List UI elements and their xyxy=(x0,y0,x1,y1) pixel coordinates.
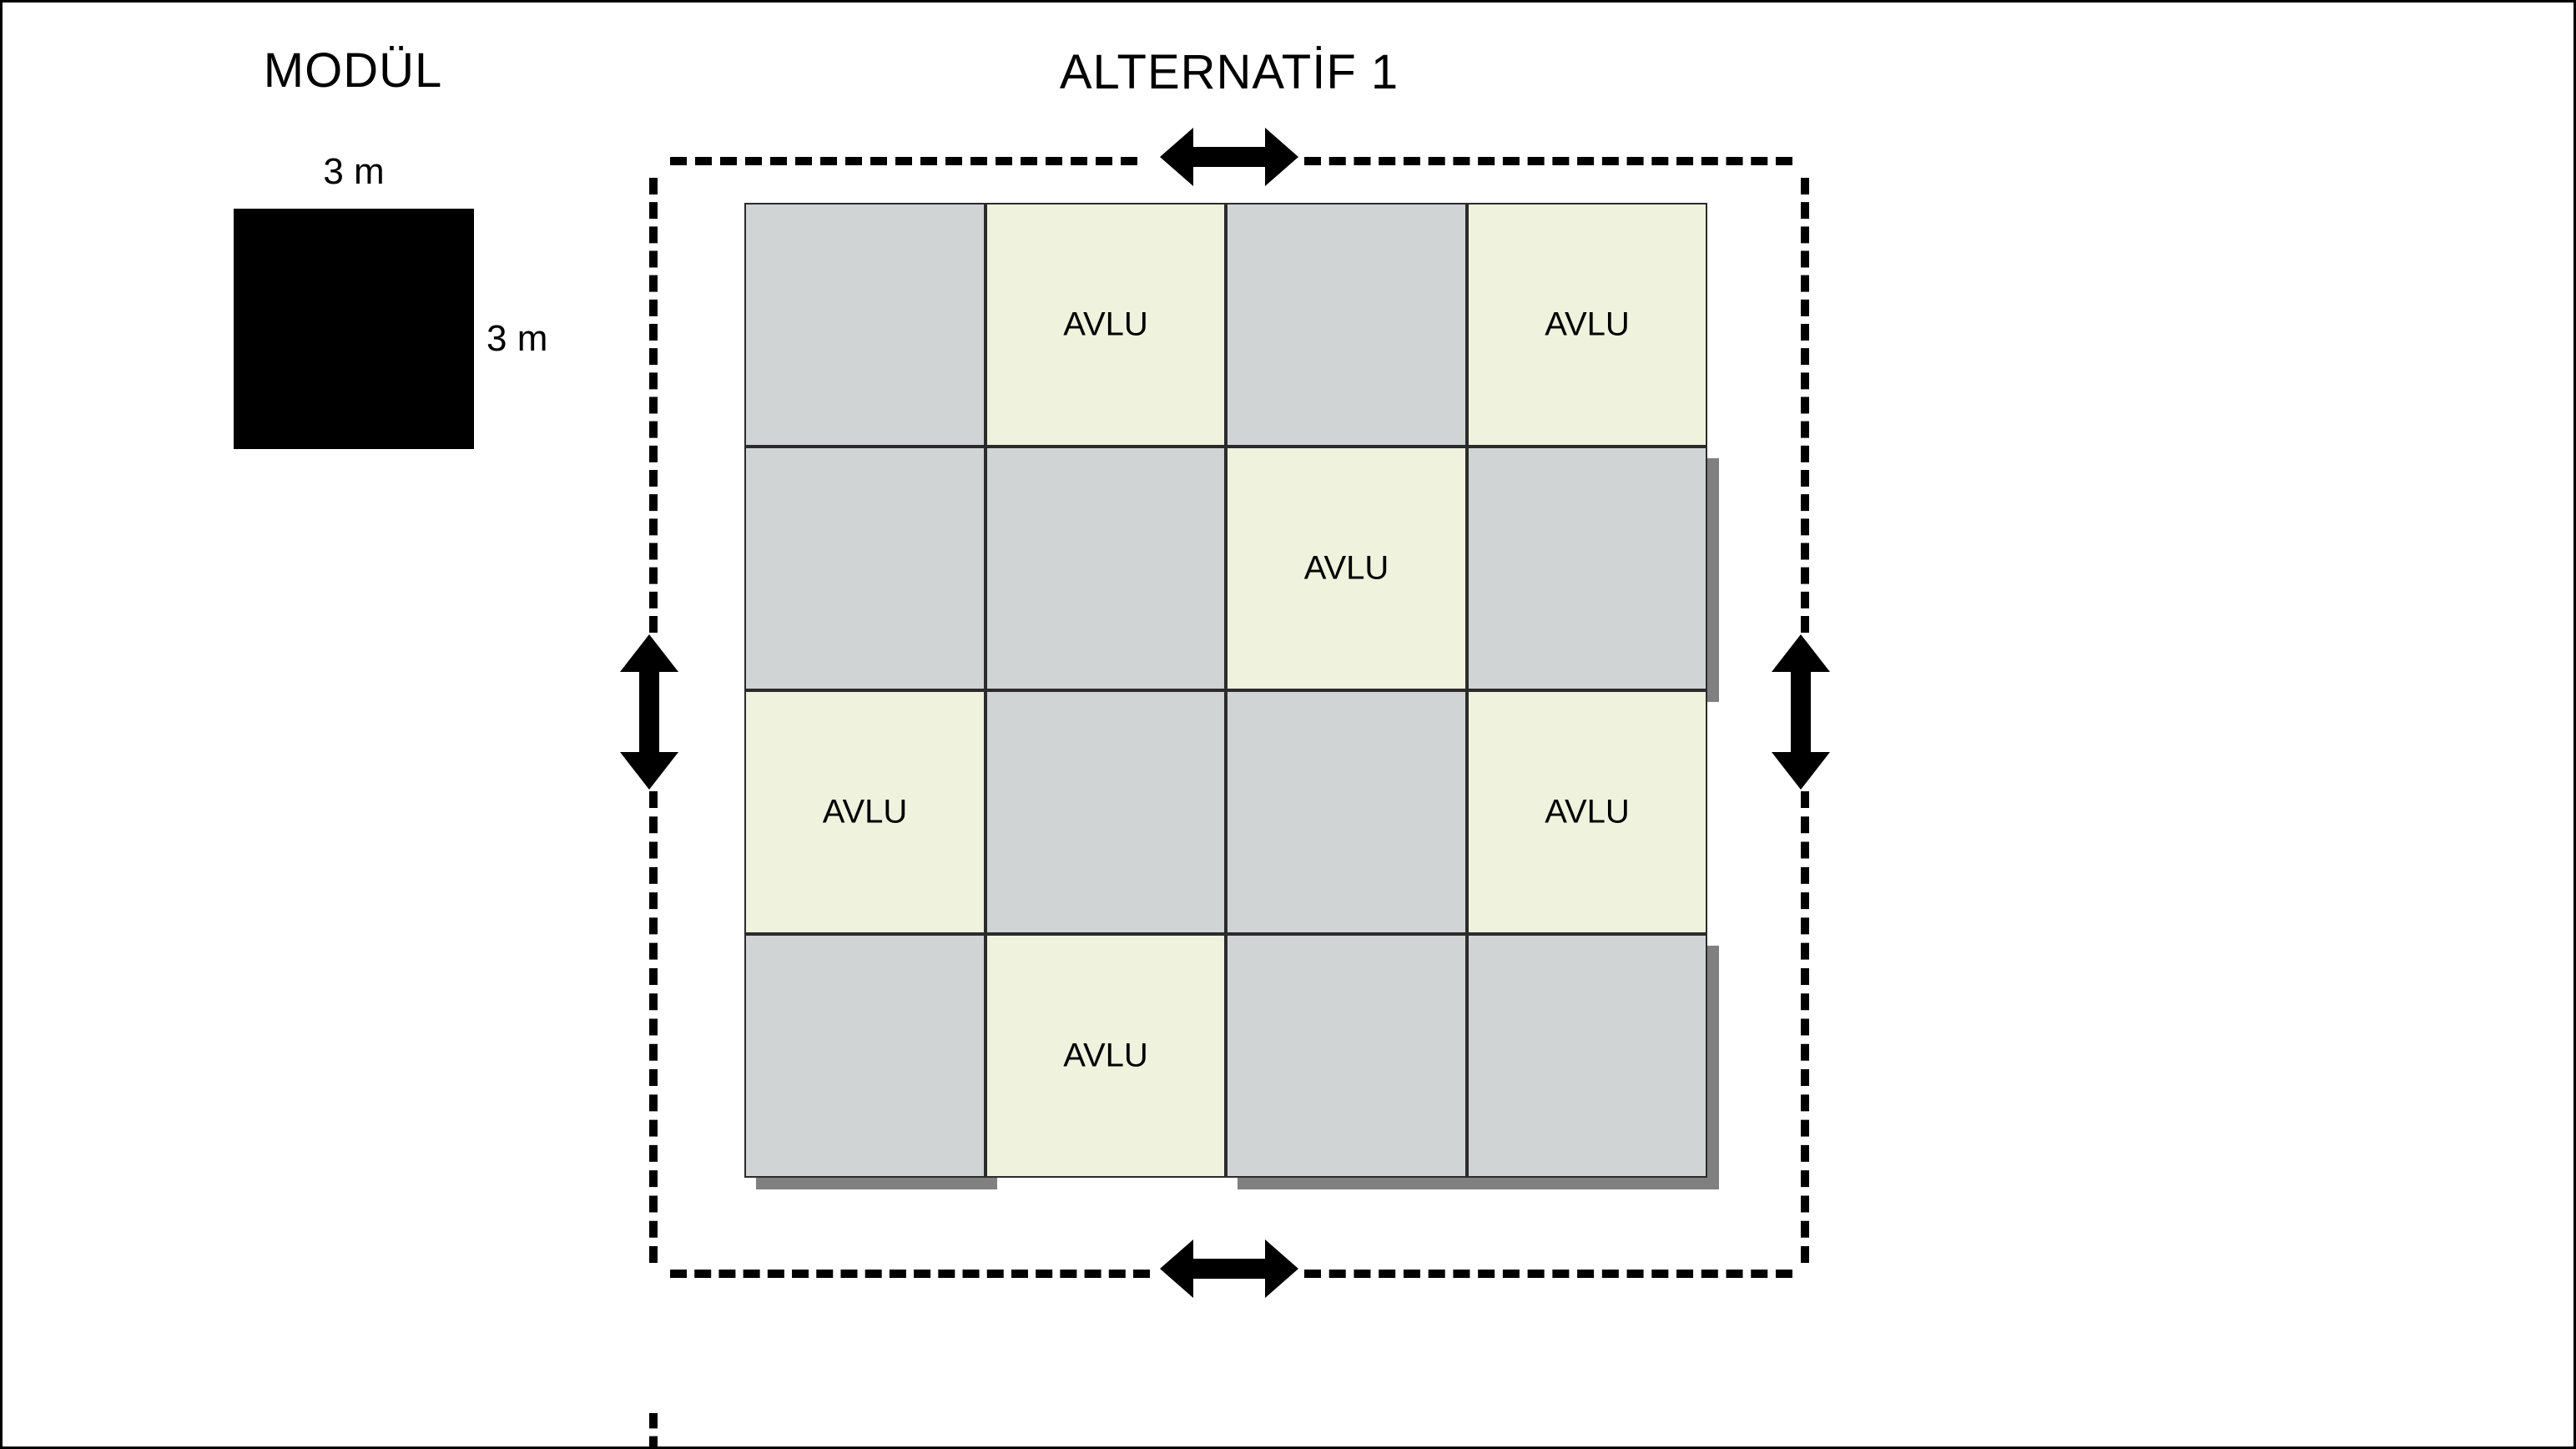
courtyard-label: AVLU xyxy=(1303,549,1389,587)
courtyard-label: AVLU xyxy=(1545,305,1630,343)
cell-shadow-bottom xyxy=(756,1178,997,1189)
boundary-dash-left-tail xyxy=(649,1413,658,1446)
cell-shadow-right xyxy=(1707,946,1719,1189)
module-grid: AVLU AVLU AVLU AVLU AVLU AVLU xyxy=(744,203,1719,1189)
courtyard-cell: AVLU xyxy=(1226,447,1467,690)
built-module-cell xyxy=(1226,934,1467,1178)
boundary-dash-left-upper xyxy=(649,178,658,633)
module-height-label: 3 m xyxy=(486,318,548,359)
double-arrow-horizontal-top-icon xyxy=(1160,128,1298,186)
built-module-cell xyxy=(744,447,986,690)
courtyard-label: AVLU xyxy=(822,793,908,831)
boundary-dash-bottom-right xyxy=(1304,1270,1792,1278)
boundary-dash-right-lower xyxy=(1801,791,1809,1263)
boundary-dash-top-right xyxy=(1304,157,1792,165)
built-module-cell xyxy=(744,203,986,447)
module-swatch xyxy=(234,209,474,449)
courtyard-cell: AVLU xyxy=(1467,690,1707,934)
built-module-cell xyxy=(1467,447,1707,690)
courtyard-label: AVLU xyxy=(1545,793,1630,831)
courtyard-label: AVLU xyxy=(1063,305,1148,343)
module-width-label: 3 m xyxy=(323,151,385,192)
courtyard-cell: AVLU xyxy=(1467,203,1707,447)
courtyard-cell: AVLU xyxy=(986,934,1226,1178)
double-arrow-vertical-left-icon xyxy=(620,634,678,790)
built-module-cell xyxy=(1226,690,1467,934)
double-arrow-horizontal-bottom-icon xyxy=(1160,1239,1298,1298)
built-module-cell xyxy=(1467,934,1707,1178)
boundary-dash-left-lower xyxy=(649,791,658,1263)
built-module-cell xyxy=(986,690,1226,934)
courtyard-cell: AVLU xyxy=(986,203,1226,447)
boundary-dash-right-upper xyxy=(1801,178,1809,633)
built-module-cell xyxy=(1226,203,1467,447)
cell-shadow-bottom xyxy=(1479,1178,1719,1189)
module-title: MODÜL xyxy=(263,43,443,98)
boundary-dash-bottom-left xyxy=(670,1270,1150,1278)
cell-shadow-bottom xyxy=(1238,1178,1479,1189)
double-arrow-vertical-right-icon xyxy=(1772,634,1830,790)
boundary-dash-top-left xyxy=(670,157,1137,165)
courtyard-label: AVLU xyxy=(1063,1037,1148,1074)
courtyard-cell: AVLU xyxy=(744,690,986,934)
built-module-cell xyxy=(986,447,1226,690)
built-module-cell xyxy=(744,934,986,1178)
page-title: ALTERNATİF 1 xyxy=(1059,45,1399,99)
cell-shadow-right xyxy=(1707,458,1719,702)
